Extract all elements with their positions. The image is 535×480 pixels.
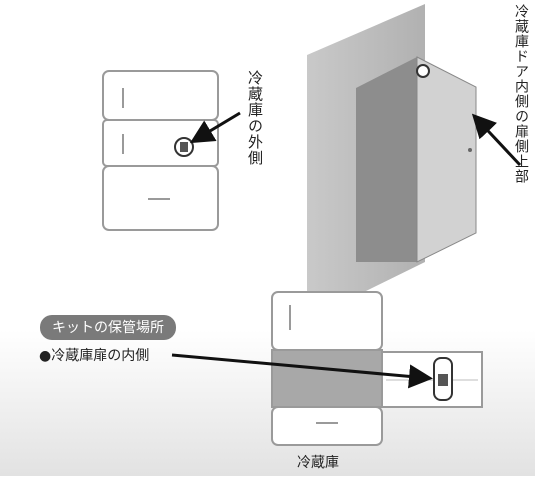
- kit-location-badge: キットの保管場所: [40, 315, 176, 340]
- door-knob: [468, 148, 472, 152]
- door-opening: [356, 57, 417, 262]
- header-fragment: [0, 0, 280, 4]
- arrow-to-door-inside: [471, 113, 522, 167]
- fridge-outside-illustration: [102, 70, 219, 231]
- arrow-to-fridge-outside: [189, 111, 241, 144]
- door-panel: [416, 56, 477, 263]
- fridge1-top-door: [102, 70, 219, 121]
- label-fridge-outside: 冷蔵庫の外側: [246, 70, 264, 166]
- kit-on-fridge-inner: [180, 142, 188, 152]
- label-door-inside-top: 冷蔵庫ドア内側の扉側上部: [513, 4, 529, 184]
- kit-location-text: ●冷蔵庫扉の内側: [39, 348, 150, 364]
- fridge2-top-door: [271, 291, 383, 351]
- fridge-storage-illustration: [271, 291, 483, 446]
- fridge-caption: 冷蔵庫: [297, 455, 339, 471]
- arrow-to-kit-storage: [171, 353, 433, 389]
- door-inside-illustration: [307, 4, 477, 320]
- kit-in-door-inner: [438, 374, 448, 386]
- fridge2-bottom-drawer: [271, 406, 383, 446]
- fridge2-highlight-door: [271, 349, 383, 408]
- kit-on-door-icon: [416, 64, 430, 78]
- fridge1-middle-door: [102, 119, 219, 167]
